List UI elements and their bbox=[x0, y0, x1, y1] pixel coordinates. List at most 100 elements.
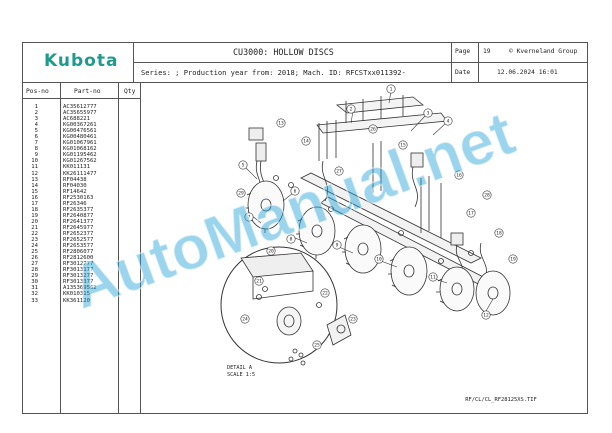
table-col-divider-qty bbox=[118, 82, 119, 414]
brand-logo: Kubota bbox=[44, 51, 118, 71]
part-cell[interactable]: RF2653577 bbox=[63, 243, 94, 250]
pos-cell: 9 bbox=[34, 152, 38, 159]
callout-bubbles: 1 2 3 4 5 6 7 8 9 10 11 12 13 14 15 16 1… bbox=[236, 84, 518, 350]
part-cell[interactable]: RF3013277 bbox=[63, 273, 94, 280]
copyright-text: © Kverneland Group bbox=[509, 48, 578, 55]
part-cell[interactable]: RF2640877 bbox=[63, 212, 94, 219]
callout-13: 13 bbox=[276, 118, 286, 128]
pos-cell: 17 bbox=[31, 200, 38, 207]
disc-1 bbox=[247, 180, 285, 230]
callout-17: 17 bbox=[466, 208, 476, 218]
part-cell[interactable]: KG00476561 bbox=[63, 128, 97, 135]
parts-sheet bbox=[22, 42, 588, 414]
pos-cell: 2 bbox=[34, 110, 38, 117]
callout-20: 20 bbox=[266, 246, 276, 256]
pos-cell: 3 bbox=[34, 116, 38, 123]
part-cell[interactable]: KK011131 bbox=[63, 164, 90, 171]
svg-text:14: 14 bbox=[303, 139, 309, 145]
part-cell[interactable]: RF2812600 bbox=[63, 255, 94, 262]
column-header-pos: Pos-no bbox=[26, 88, 49, 95]
svg-text:27: 27 bbox=[336, 169, 342, 175]
part-cell[interactable]: KK010315 bbox=[63, 291, 90, 298]
svg-text:6: 6 bbox=[294, 189, 297, 195]
part-cell[interactable]: KG01067961 bbox=[63, 140, 97, 147]
part-cell[interactable]: RF2641377 bbox=[63, 218, 94, 225]
callout-7: 7 bbox=[244, 212, 254, 222]
svg-text:10: 10 bbox=[376, 257, 382, 263]
detail-a-circle bbox=[220, 246, 338, 364]
svg-text:16: 16 bbox=[456, 173, 462, 179]
svg-text:4: 4 bbox=[447, 119, 450, 125]
pos-cell: 13 bbox=[31, 176, 38, 183]
pos-cell: 28 bbox=[31, 267, 38, 274]
pos-cell: 15 bbox=[31, 188, 38, 195]
brand-logo-text: Kubota bbox=[44, 51, 119, 71]
pos-cell: 23 bbox=[31, 237, 38, 244]
part-cell[interactable]: RF26346 bbox=[63, 200, 87, 207]
disc-6 bbox=[475, 270, 511, 316]
pos-cell: 1 bbox=[34, 104, 38, 110]
part-cell[interactable]: AC688221 bbox=[63, 116, 90, 123]
part-cell[interactable]: RF3013177 bbox=[63, 267, 94, 274]
date-label: Date bbox=[455, 69, 471, 76]
pos-cell: 24 bbox=[31, 243, 38, 250]
part-cell[interactable]: RF3012777 bbox=[63, 261, 94, 268]
pos-cell: 25 bbox=[31, 249, 38, 256]
column-header-qty: Qty bbox=[124, 88, 136, 95]
pos-cell: 4 bbox=[34, 122, 38, 129]
callout-16: 16 bbox=[454, 170, 464, 180]
part-cell[interactable]: KG01195462 bbox=[63, 152, 97, 159]
part-cell[interactable]: KG00480461 bbox=[63, 134, 97, 141]
callout-26: 26 bbox=[368, 124, 378, 134]
svg-text:15: 15 bbox=[400, 143, 406, 149]
pos-cell: 6 bbox=[34, 134, 38, 141]
part-cell[interactable]: RF2530163 bbox=[63, 194, 94, 201]
callout-6: 6 bbox=[290, 186, 300, 196]
callout-2: 2 bbox=[346, 104, 356, 114]
pos-cell: 11 bbox=[31, 164, 38, 171]
callout-27: 27 bbox=[334, 166, 344, 176]
svg-text:9: 9 bbox=[336, 243, 339, 249]
part-cell[interactable]: RF3013377 bbox=[63, 279, 94, 286]
detail-label: DETAIL A bbox=[227, 365, 253, 371]
svg-text:18: 18 bbox=[496, 231, 502, 237]
callout-21: 21 bbox=[254, 276, 264, 286]
part-cell[interactable]: KG01068162 bbox=[63, 146, 97, 153]
svg-text:5: 5 bbox=[242, 163, 245, 169]
part-cell[interactable]: RF2645977 bbox=[63, 224, 94, 231]
frame-beam-upper bbox=[335, 96, 425, 114]
part-cell[interactable]: KG01267562 bbox=[63, 158, 97, 165]
part-cell[interactable]: RF2652577 bbox=[63, 237, 94, 244]
part-cell[interactable]: KG00367261 bbox=[63, 122, 97, 129]
svg-text:28: 28 bbox=[484, 193, 490, 199]
callout-1: 1 bbox=[386, 84, 396, 94]
svg-text:21: 21 bbox=[256, 279, 262, 285]
file-reference: RF/CL/CL_RF28125XS.TIF bbox=[465, 397, 536, 403]
svg-text:22: 22 bbox=[322, 291, 328, 297]
pos-cell: 20 bbox=[31, 218, 38, 225]
disc-3 bbox=[344, 224, 382, 274]
part-cell[interactable]: RF04438 bbox=[63, 176, 87, 183]
svg-text:11: 11 bbox=[430, 275, 436, 281]
part-cell[interactable]: RF04030 bbox=[63, 182, 87, 189]
callout-8: 8 bbox=[286, 234, 296, 244]
part-cell[interactable]: RF14642 bbox=[63, 188, 87, 195]
part-cell[interactable]: RF2652377 bbox=[63, 230, 94, 237]
disc-4 bbox=[390, 246, 428, 296]
disc-5 bbox=[439, 266, 475, 312]
part-cell[interactable]: RF2806077 bbox=[63, 249, 94, 256]
svg-text:23: 23 bbox=[350, 317, 356, 323]
pos-cell: 26 bbox=[31, 255, 38, 262]
pos-cell: 18 bbox=[31, 206, 38, 213]
part-cell[interactable]: AC35612777 bbox=[63, 104, 97, 110]
part-cell[interactable]: KK26111477 bbox=[63, 170, 97, 177]
svg-text:2: 2 bbox=[350, 107, 353, 113]
part-cell[interactable]: AC35655977 bbox=[63, 110, 97, 117]
pos-cell: 12 bbox=[31, 170, 38, 177]
part-cell[interactable]: A135369562 bbox=[63, 285, 97, 292]
callout-22: 22 bbox=[320, 288, 330, 298]
part-cell[interactable]: KK361120 bbox=[63, 297, 90, 304]
callout-12: 12 bbox=[481, 310, 491, 320]
part-cell[interactable]: RF2635377 bbox=[63, 206, 94, 213]
